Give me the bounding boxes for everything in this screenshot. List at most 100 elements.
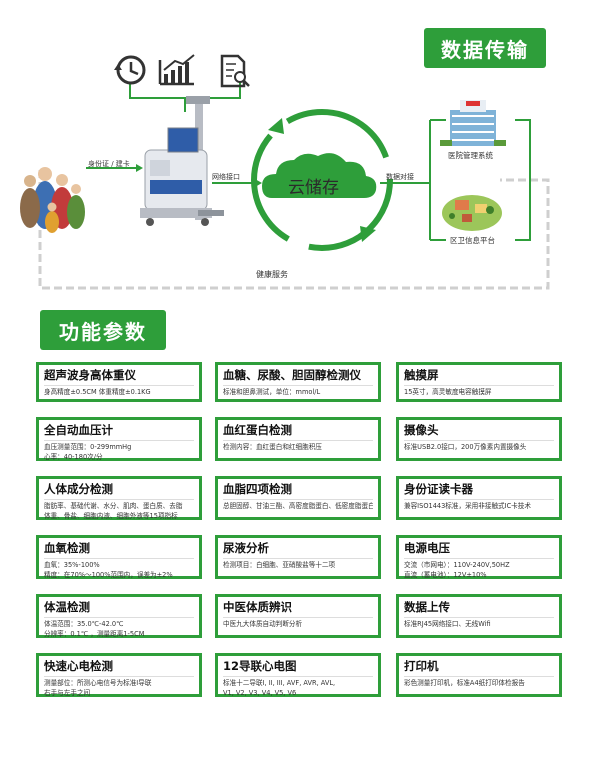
feature-card-divider <box>44 617 194 618</box>
health-service-label: 健康服务 <box>256 270 288 279</box>
feature-card-detail: 直流（蓄电池）：12V±10% <box>404 570 487 579</box>
feature-card: 快速心电检测测量部位：所测心电信号为标准I导联右手与左手之间 <box>36 653 202 697</box>
feature-card: 数据上传标准RJ45网络接口、无线Wifi <box>396 594 562 638</box>
feature-card-title: 电源电压 <box>404 541 450 555</box>
hospital-image <box>440 100 506 146</box>
family-group-image <box>20 167 85 233</box>
feature-card-detail: 标准USB2.0接口，200万像素内置摄像头 <box>404 443 527 451</box>
feature-card-detail: 标准十二导联I, II, III, AVF, AVR, AVL, <box>223 679 336 687</box>
feature-card-detail: 检测内容：血红蛋白和红细胞积压 <box>223 443 322 451</box>
feature-card: 打印机彩色测量打印机，标准A4纸打印体检报告 <box>396 653 562 697</box>
feature-card-detail: 中医九大体质自动判断分析 <box>223 620 303 628</box>
feature-card-title: 触摸屏 <box>404 368 439 382</box>
feature-card: 12导联心电图标准十二导联I, II, III, AVF, AVR, AVL,V… <box>215 653 381 697</box>
feature-card-divider <box>223 617 373 618</box>
feature-card-detail: 心率：40-180次/分 <box>44 452 103 461</box>
feature-card-divider <box>44 440 194 441</box>
feature-card-title: 打印机 <box>404 659 439 673</box>
feature-card: 血氧检测血氧：35%-100%精度：在70%～100%范围内，误差为±2% <box>36 535 202 579</box>
data-transfer-banner: 数据传输 <box>424 28 546 68</box>
feature-card-detail: 总胆固醇、甘油三酯、高密度脂蛋白、低密度脂蛋白 <box>223 502 373 510</box>
id-card-label: 身份证 / 建卡 <box>88 160 130 168</box>
feature-card-detail: 15英寸，高灵敏度电容触摸屏 <box>404 388 492 396</box>
feature-card-title: 12导联心电图 <box>223 659 297 673</box>
feature-card-title: 体温检测 <box>44 600 90 614</box>
feature-card-detail: 标准和胆鼻测试，单位：mmol/L <box>223 388 321 396</box>
ring-arrowhead <box>360 226 376 242</box>
feature-card-divider <box>223 676 373 677</box>
cloud-storage-label: 云储存 <box>288 178 339 198</box>
health-service-loop <box>38 170 550 290</box>
network-interface-label: 网络接口 <box>212 173 240 181</box>
feature-card-divider <box>404 499 554 500</box>
feature-card-detail: 交流（市网电）：110V-240V,50HZ <box>404 561 510 569</box>
feature-card-detail: 兼容ISO1443标准，采用非接触式IC卡技术 <box>404 502 531 510</box>
feature-card-title: 血红蛋白检测 <box>223 423 292 437</box>
feature-card: 摄像头标准USB2.0接口，200万像素内置摄像头 <box>396 417 562 461</box>
feature-card-title: 尿液分析 <box>223 541 269 555</box>
feature-card-detail: 血氧：35%-100% <box>44 561 100 569</box>
feature-card-divider <box>223 499 373 500</box>
report-search-icon <box>220 54 250 88</box>
feature-card-detail: 血压测量范围：0-299mmHg <box>44 443 132 451</box>
feature-card: 触摸屏 15英寸，高灵敏度电容触摸屏 <box>396 362 562 402</box>
feature-card-divider <box>223 558 373 559</box>
feature-card-divider <box>404 558 554 559</box>
feature-card: 血糖、尿酸、胆固醇检测仪标准和胆鼻测试，单位：mmol/L <box>215 362 381 402</box>
feature-card-divider <box>44 385 194 386</box>
feature-card-title: 身份证读卡器 <box>404 482 473 496</box>
feature-card-detail: 测量部位：所测心电信号为标准I导联 <box>44 679 152 687</box>
feature-card-detail: V1, V2, V3, V4, V5, V6 <box>223 688 297 697</box>
feature-card-title: 中医体质辨识 <box>223 600 292 614</box>
params-banner: 功能参数 <box>40 310 166 350</box>
feature-card-divider <box>44 676 194 677</box>
ring-arrowhead <box>268 118 284 134</box>
feature-card-divider <box>404 385 554 386</box>
feature-card-divider <box>404 676 554 677</box>
data-flow-diagram <box>20 54 550 290</box>
trend-chart-icon <box>158 54 195 86</box>
feature-card-divider <box>404 617 554 618</box>
history-icon <box>114 55 146 85</box>
feature-card-divider <box>44 499 194 500</box>
feature-card-title: 血脂四项检测 <box>223 482 292 496</box>
community-platform-label: 区卫信息平台 <box>450 236 495 245</box>
cloud-ring <box>251 109 393 251</box>
feature-card-title: 摄像头 <box>404 423 439 437</box>
feature-card-detail: 精度：在70%～100%范围内，误差为±2% <box>44 570 173 579</box>
feature-card-detail: 脂肪率、基础代谢、水分、肌肉、蛋白质、去脂 <box>44 502 183 510</box>
feature-card-detail: 分辨率：0.1℃ ，测量距离1-5CM <box>44 629 145 638</box>
feature-card-title: 血氧检测 <box>44 541 90 555</box>
feature-card: 超声波身高体重仪身高精度±0.5CM 体重精度±0.1KG <box>36 362 202 402</box>
feature-card-detail: 彩色测量打印机，标准A4纸打印体检报告 <box>404 679 525 687</box>
feature-card: 中医体质辨识中医九大体质自动判断分析 <box>215 594 381 638</box>
arrowhead <box>136 164 143 172</box>
hospital-system-label: 医院管理系统 <box>448 151 493 160</box>
feature-card-divider <box>223 385 373 386</box>
feature-card: 尿液分析检测项目：白细胞、亚硝酸盐等十二项 <box>215 535 381 579</box>
cloud-shape <box>262 153 377 198</box>
feature-card-divider <box>404 440 554 441</box>
feature-card-detail: 体温范围：35.0℃-42.0℃ <box>44 620 124 628</box>
feature-card-title: 数据上传 <box>404 600 450 614</box>
data-docking-label: 数据对接 <box>386 173 414 181</box>
feature-card-title: 人体成分检测 <box>44 482 113 496</box>
feature-card-detail: 标准RJ45网络接口、无线Wifi <box>404 620 491 628</box>
health-kiosk-image <box>140 96 224 226</box>
feature-card: 身份证读卡器兼容ISO1443标准，采用非接触式IC卡技术 <box>396 476 562 520</box>
feature-card-divider <box>44 558 194 559</box>
feature-card-title: 全自动血压计 <box>44 423 113 437</box>
feature-card-detail: 体重、骨盐、细胞内液、细胞外液等15项指标 <box>44 511 178 520</box>
feature-card: 血脂四项检测总胆固醇、甘油三酯、高密度脂蛋白、低密度脂蛋白 <box>215 476 381 520</box>
feature-card-title: 超声波身高体重仪 <box>44 368 136 382</box>
feature-card-detail: 身高精度±0.5CM 体重精度±0.1KG <box>44 388 151 396</box>
feature-card-divider <box>223 440 373 441</box>
feature-card: 人体成分检测脂肪率、基础代谢、水分、肌肉、蛋白质、去脂体重、骨盐、细胞内液、细胞… <box>36 476 202 520</box>
feature-card-detail: 右手与左手之间 <box>44 688 91 697</box>
feature-card-detail: 检测项目：白细胞、亚硝酸盐等十二项 <box>223 561 336 569</box>
feature-card-title: 血糖、尿酸、胆固醇检测仪 <box>223 368 361 382</box>
feature-card: 血红蛋白检测检测内容：血红蛋白和红细胞积压 <box>215 417 381 461</box>
